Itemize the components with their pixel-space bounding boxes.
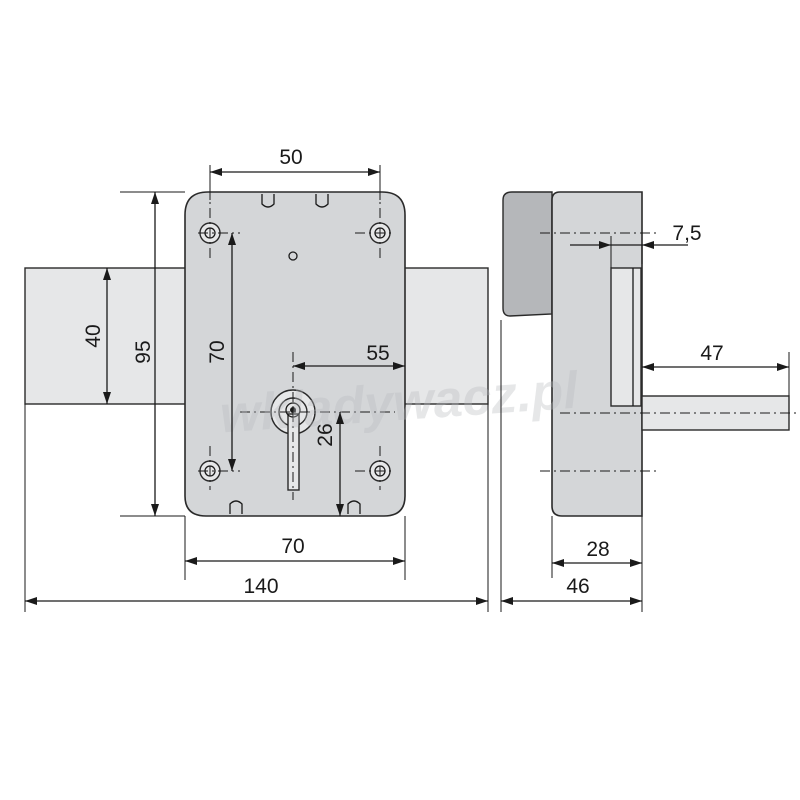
svg-text:95: 95 (132, 340, 155, 363)
svg-text:70: 70 (206, 340, 229, 363)
dimension-7-5: 7,5 (570, 222, 702, 249)
svg-text:55: 55 (366, 342, 389, 365)
svg-text:70: 70 (281, 535, 304, 558)
dimension-95: 95 (132, 192, 159, 516)
svg-text:140: 140 (243, 575, 278, 598)
top-notch-left (261, 194, 275, 208)
dimension-28: 28 (552, 538, 642, 567)
dimension-26: 26 (314, 412, 344, 516)
bottom-notch-left (229, 500, 243, 514)
pin-hole (288, 251, 298, 261)
svg-text:7,5: 7,5 (672, 222, 701, 245)
dimension-55: 55 (293, 342, 405, 370)
extension-lines (24, 165, 790, 612)
svg-text:28: 28 (586, 538, 609, 561)
svg-text:50: 50 (279, 146, 302, 169)
svg-text:26: 26 (314, 423, 337, 446)
top-notch-right (315, 194, 329, 208)
dimension-70-vertical: 70 (206, 233, 236, 471)
dimension-40: 40 (82, 268, 111, 404)
svg-text:40: 40 (82, 324, 105, 347)
side-bolt-guide (610, 267, 642, 407)
svg-text:46: 46 (566, 575, 589, 598)
svg-text:47: 47 (700, 342, 723, 365)
bottom-notch-right (347, 500, 361, 514)
dimension-46: 46 (501, 575, 642, 605)
dimension-47: 47 (642, 342, 789, 371)
side-knob (502, 191, 553, 317)
dimension-70-horizontal: 70 (185, 535, 405, 565)
front-lock-body (184, 191, 406, 517)
dimension-50: 50 (210, 146, 380, 176)
front-view (24, 168, 489, 517)
dimension-140: 140 (25, 575, 488, 605)
side-view (502, 191, 800, 517)
